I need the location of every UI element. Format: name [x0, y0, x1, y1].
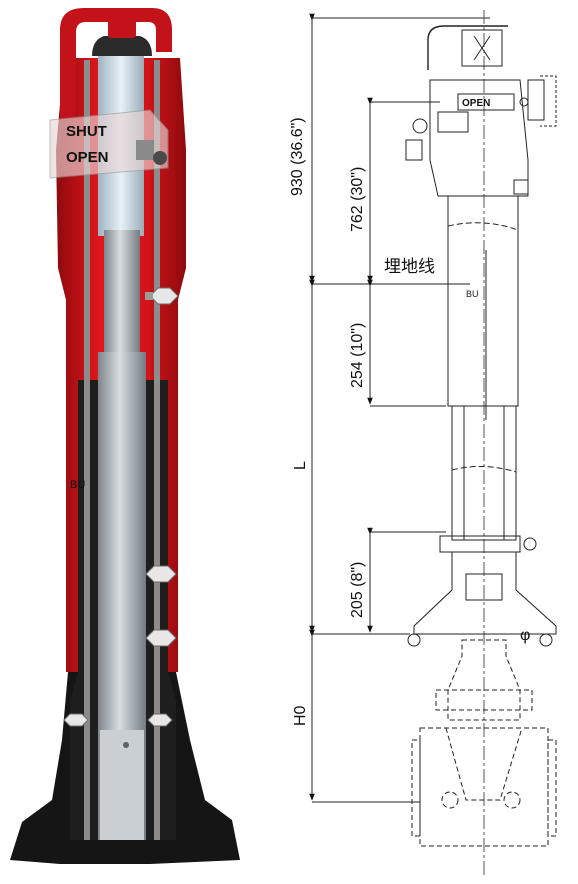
drawing-padlock: [405, 139, 423, 161]
drawing-side-nut: [519, 97, 529, 107]
drawing-side-dashed: [540, 75, 557, 127]
ground-line-label: 埋地线: [384, 257, 435, 277]
bolt-lower-left: [63, 713, 89, 727]
casting-mark-bu: BU: [70, 479, 85, 491]
drawing-flange-bolt-left: [407, 633, 421, 647]
drawing-padlock-ring: [412, 118, 428, 134]
dim-762: 762 (30"): [349, 167, 366, 232]
drawing-bracket: [437, 111, 469, 133]
dim-205: 205 (8"): [349, 562, 366, 618]
top-cap: [92, 36, 152, 56]
drawing-lower-tube: [451, 406, 517, 541]
drawing-plate-box: [457, 93, 515, 111]
phi-symbol: φ: [520, 627, 530, 644]
drawing-casting-mark: BU: [466, 289, 479, 299]
stem-rod-upper: [104, 230, 140, 355]
drawing-plate-label: OPEN: [462, 98, 490, 109]
stem-sleeve: [100, 730, 144, 840]
dim-930: 930 (36.6"): [289, 117, 306, 196]
drawing-bell: [413, 552, 557, 635]
plate-label-shut: SHUT: [66, 123, 107, 140]
technical-drawing: [309, 10, 557, 875]
drawing-flange-bolt-right: [539, 633, 553, 647]
inner-wall-right: [154, 60, 160, 840]
drawing-collar: [439, 535, 521, 553]
plate-nut: [153, 151, 167, 165]
drawing-body-tube: [447, 196, 519, 407]
drawing-break-line: [447, 222, 519, 231]
dim-h0: H0: [292, 705, 309, 726]
sleeve-hole: [123, 742, 129, 748]
drawing-upper-bolt: [513, 179, 529, 195]
drawing-break-line-2: [451, 465, 517, 473]
operating-nut: [108, 16, 136, 38]
bolt-middle-2: [145, 629, 177, 647]
bolt-upper: [145, 287, 179, 305]
indicator-plate: [49, 109, 169, 179]
dim-254: 254 (10"): [349, 323, 366, 388]
plate-label-open: OPEN: [66, 149, 109, 166]
inner-wall-left: [84, 60, 90, 840]
drawing-cap: [461, 29, 503, 67]
top-handle-arch: [60, 8, 172, 120]
drawing-handle: [427, 25, 508, 70]
cap-cross-2: [473, 35, 491, 61]
drawing-head: [429, 79, 529, 197]
bolt-lower-right: [147, 713, 173, 727]
bolt-middle-1: [145, 565, 177, 583]
drawing-collar-bolt: [523, 537, 537, 551]
drawing-shoe: [465, 573, 503, 601]
drawing-side-fitting: [527, 79, 545, 121]
drawing-gate-valve: [411, 639, 557, 847]
plate-bracket: [136, 140, 154, 160]
cutaway-render: SHUT OPEN BU: [10, 8, 240, 864]
dim-l: L: [292, 461, 309, 470]
